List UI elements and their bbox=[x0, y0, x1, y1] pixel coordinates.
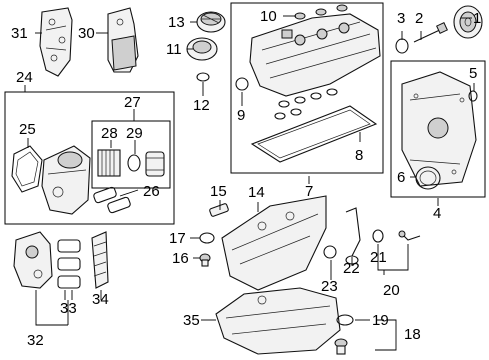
callout-8: 8 bbox=[355, 147, 363, 164]
callout-19: 19 bbox=[372, 312, 389, 329]
callout-18: 18 bbox=[404, 326, 421, 343]
callout-11: 11 bbox=[166, 41, 182, 58]
callout-24: 24 bbox=[16, 69, 33, 86]
callout-13: 13 bbox=[168, 14, 185, 31]
part-6-front-crank-seal[interactable] bbox=[415, 166, 441, 190]
part-15-oil-level-sensor[interactable] bbox=[209, 203, 229, 217]
callout-20: 20 bbox=[383, 282, 400, 299]
callout-35: 35 bbox=[183, 312, 200, 329]
callout-17: 17 bbox=[169, 230, 186, 247]
part-14-upper-oil-pan[interactable] bbox=[221, 195, 327, 291]
callout-29: 29 bbox=[126, 125, 143, 142]
callout-labels: 1 2 3 4 5 6 7 8 9 10 11 12 13 14 15 16 1… bbox=[11, 8, 481, 349]
part-26-cooler-gaskets[interactable] bbox=[93, 186, 131, 214]
part-21-dipstick-seal[interactable] bbox=[372, 229, 384, 243]
callout-3: 3 bbox=[397, 10, 405, 27]
part-18-drain-plug[interactable] bbox=[334, 338, 348, 355]
callout-12: 12 bbox=[193, 97, 210, 114]
part-28-oil-filter-element[interactable] bbox=[97, 149, 121, 177]
callout-34: 34 bbox=[92, 291, 109, 308]
part-4-timing-cover[interactable] bbox=[401, 71, 477, 187]
part-5-seal[interactable] bbox=[468, 90, 478, 102]
part-20-dipstick-tube[interactable] bbox=[398, 230, 421, 241]
oil-filter-subgroup-box bbox=[91, 120, 171, 189]
callout-26: 26 bbox=[143, 183, 160, 200]
oil-filter-cap[interactable] bbox=[145, 151, 165, 177]
part-34-oil-cooler[interactable] bbox=[91, 231, 109, 289]
part-19-washer[interactable] bbox=[336, 314, 354, 326]
part-3-washer[interactable] bbox=[395, 38, 409, 54]
part-33-pump-gaskets[interactable] bbox=[57, 239, 81, 289]
callout-5: 5 bbox=[469, 65, 477, 82]
part-29-filter-o-ring[interactable] bbox=[127, 154, 141, 172]
callout-23: 23 bbox=[321, 278, 338, 295]
valve-cover-group-box bbox=[230, 2, 384, 174]
part-32-oil-pump[interactable] bbox=[13, 231, 53, 289]
part-1-crankshaft-pulley[interactable] bbox=[453, 5, 483, 39]
callout-22: 22 bbox=[343, 260, 360, 277]
part-7-valve-cover[interactable] bbox=[249, 13, 381, 97]
part-13-oil-filler-cap[interactable] bbox=[196, 11, 226, 33]
part-22-oil-pickup-tube[interactable] bbox=[345, 207, 361, 265]
callout-32: 32 bbox=[27, 332, 44, 349]
part-9-seal-ring[interactable] bbox=[235, 77, 249, 91]
part-2-pulley-bolt[interactable] bbox=[413, 22, 448, 43]
callout-15: 15 bbox=[210, 183, 227, 200]
part-23-o-ring[interactable] bbox=[323, 245, 337, 259]
spark-plug-tube-seals[interactable] bbox=[274, 88, 338, 120]
callout-6: 6 bbox=[397, 169, 405, 186]
part-16-drain-plug[interactable] bbox=[199, 253, 211, 267]
part-25-housing-gasket[interactable] bbox=[11, 145, 43, 193]
part-24-oil-filter-housing[interactable] bbox=[41, 145, 91, 215]
callout-1: 1 bbox=[473, 10, 481, 27]
callout-27: 27 bbox=[124, 94, 141, 111]
part-30-engine-mount[interactable] bbox=[107, 7, 139, 73]
callout-10: 10 bbox=[260, 8, 277, 25]
callout-4: 4 bbox=[433, 205, 441, 222]
callout-31: 31 bbox=[11, 25, 28, 42]
callout-16: 16 bbox=[172, 250, 189, 267]
part-11-filler-neck[interactable] bbox=[186, 37, 218, 61]
leader-lines bbox=[24, 15, 475, 351]
callout-2: 2 bbox=[415, 10, 423, 27]
callout-7: 7 bbox=[305, 183, 313, 200]
callout-28: 28 bbox=[101, 125, 118, 142]
callout-9: 9 bbox=[237, 107, 245, 124]
part-35-lower-oil-pan[interactable] bbox=[215, 287, 341, 355]
part-8-valve-cover-gasket[interactable] bbox=[250, 105, 378, 163]
callout-33: 33 bbox=[60, 300, 77, 317]
timing-cover-group-box bbox=[390, 60, 486, 198]
oil-filter-housing-group-box bbox=[4, 91, 175, 225]
part-31-bracket-plate[interactable] bbox=[39, 7, 73, 77]
part-17-washer[interactable] bbox=[199, 232, 215, 244]
callout-25: 25 bbox=[19, 121, 36, 138]
part-12-seal[interactable] bbox=[196, 72, 210, 82]
callout-14: 14 bbox=[248, 184, 265, 201]
callout-21: 21 bbox=[370, 249, 387, 266]
callout-30: 30 bbox=[78, 25, 95, 42]
